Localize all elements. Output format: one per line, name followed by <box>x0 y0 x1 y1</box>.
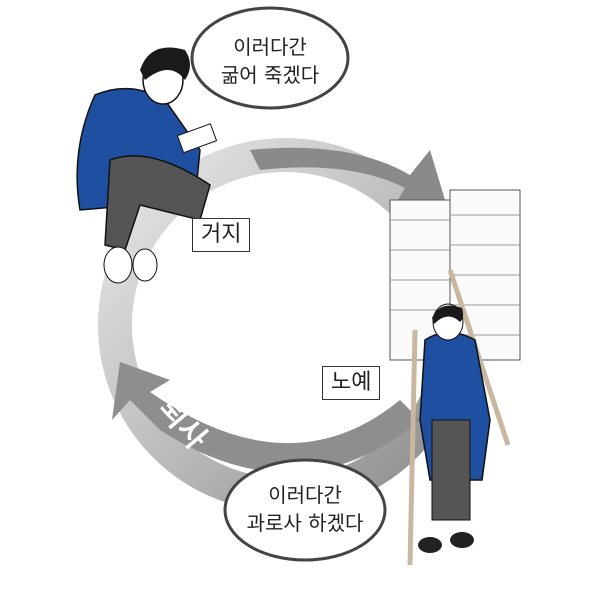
slave-character <box>389 189 521 566</box>
bubble-bottom-line2: 과로사 하겠다 <box>247 511 364 535</box>
speech-bubble-top <box>190 6 350 110</box>
bubble-top-line1: 이러다간 <box>233 35 307 59</box>
resign-arrow <box>112 362 420 473</box>
speech-bubble-bottom <box>223 458 387 562</box>
beggar-character <box>76 47 218 284</box>
slave-label: 노예 <box>322 366 381 400</box>
beggar-label: 거지 <box>192 218 251 252</box>
employment-arrow <box>250 147 445 205</box>
bubble-bottom-line1: 이러다간 <box>268 483 342 507</box>
bubble-top-line2: 굶어 죽겠다 <box>221 63 319 87</box>
